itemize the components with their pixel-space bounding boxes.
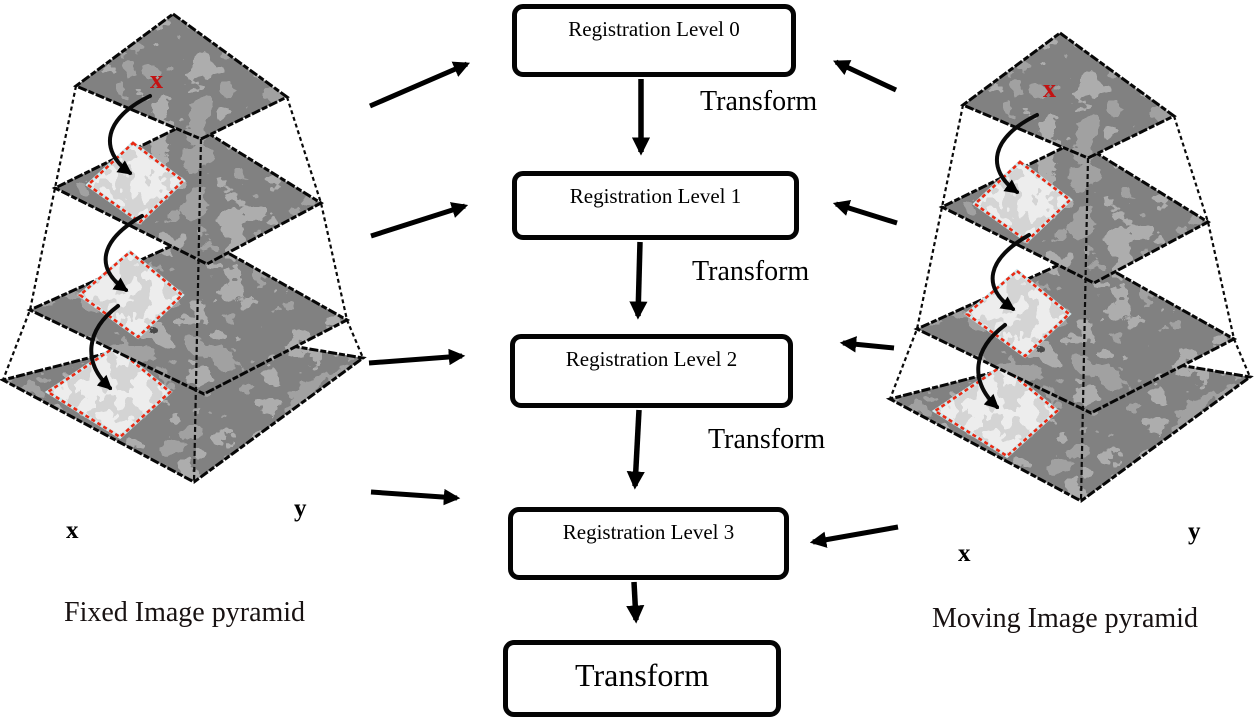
transform-label-after-level-0: Transform: [700, 86, 818, 117]
moving-pyramid-caption: Moving Image pyramid: [932, 603, 1198, 634]
moving-pyramid-y-axis-label: y: [1188, 518, 1201, 545]
arrow-level3-to-transform: [626, 581, 645, 624]
flow-box-registration-level-3: Registration Level 3: [508, 507, 789, 580]
arrow-fixed-to-level3: [370, 488, 461, 506]
registration-level-3-label: Registration Level 3: [562, 520, 735, 544]
fixed-pyramid-y-axis-label: y: [294, 495, 307, 522]
flow-box-registration-level-1: Registration Level 1: [512, 171, 799, 240]
arrow-moving-to-level1: [832, 200, 898, 226]
flow-box-registration-level-0: Registration Level 0: [512, 4, 796, 77]
flow-box-final-transform: Transform: [503, 640, 781, 717]
arrow-level1-to-level2: [629, 241, 648, 320]
transform-label-after-level-1: Transform: [692, 256, 810, 287]
arrow-fixed-to-level2: [368, 348, 466, 366]
arrow-moving-to-level2: [839, 336, 895, 353]
fixed-pyramid-caption: Fixed Image pyramid: [64, 597, 306, 628]
registration-level-1-label: Registration Level 1: [569, 184, 742, 208]
arrow-moving-to-level0: [833, 59, 898, 93]
final-transform-label: Transform: [575, 657, 709, 693]
registration-level-2-label: Registration Level 2: [565, 347, 738, 371]
arrow-level2-to-level3: [626, 409, 645, 490]
arrow-moving-to-level3: [809, 524, 899, 548]
registration-level-0-label: Registration Level 0: [568, 17, 740, 41]
transform-label-after-level-2: Transform: [708, 424, 826, 455]
moving-pyramid-landmark-x: x: [1043, 74, 1056, 103]
arrow-fixed-to-level0: [369, 61, 471, 109]
flow-box-registration-level-2: Registration Level 2: [510, 334, 793, 408]
arrow-fixed-to-level1: [370, 202, 469, 239]
moving-pyramid-x-axis-label: x: [958, 540, 971, 567]
fixed-pyramid-x-axis-label: x: [66, 517, 79, 544]
fixed-pyramid-landmark-x: x: [150, 65, 163, 94]
